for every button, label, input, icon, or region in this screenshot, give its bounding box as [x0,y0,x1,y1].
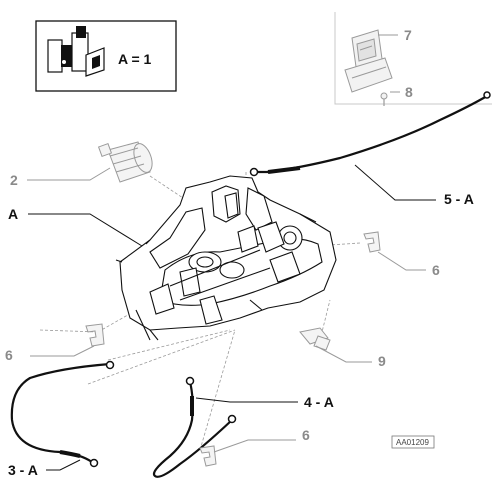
connector-part [299,327,331,351]
callout-6-left: 6 [5,347,13,363]
callout-3: 3 - A [8,462,38,478]
leader-6-left [30,345,95,357]
leader-5 [354,164,436,201]
motor-part [97,141,153,183]
callout-6-right: 6 [432,262,440,278]
callout-4: 4 - A [304,394,334,410]
heater-housing [115,175,337,341]
leader-2 [27,167,111,181]
callout-9: 9 [378,353,386,369]
cable-5 [249,91,491,177]
reference-code: AA01209 [396,438,429,447]
leader-9 [315,345,372,363]
inset-frame [334,12,492,105]
legend-box: A = 1 [35,20,177,92]
callout-8: 8 [405,84,413,100]
callout-5: 5 - A [444,191,474,207]
clip-bottom [199,445,217,467]
leader-6-bottom [213,439,296,453]
clip-left [85,323,105,347]
cable-3 [10,360,115,468]
resistor-module [344,29,393,93]
clip-right [363,231,381,253]
leader-4 [195,397,298,403]
callout-2: 2 [10,172,18,188]
reference-code-tag: AA01209 [391,435,435,449]
callout-6-bottom: 6 [302,427,310,443]
leader-a [28,213,143,247]
assembly-kit-icon [47,26,105,77]
callout-7: 7 [404,27,412,43]
screw-icon [380,92,388,106]
callout-a: A [8,206,18,222]
leader-3 [46,459,81,471]
cable-4 [152,376,237,478]
legend-equation: A = 1 [118,51,152,67]
leader-6-right [377,251,426,271]
